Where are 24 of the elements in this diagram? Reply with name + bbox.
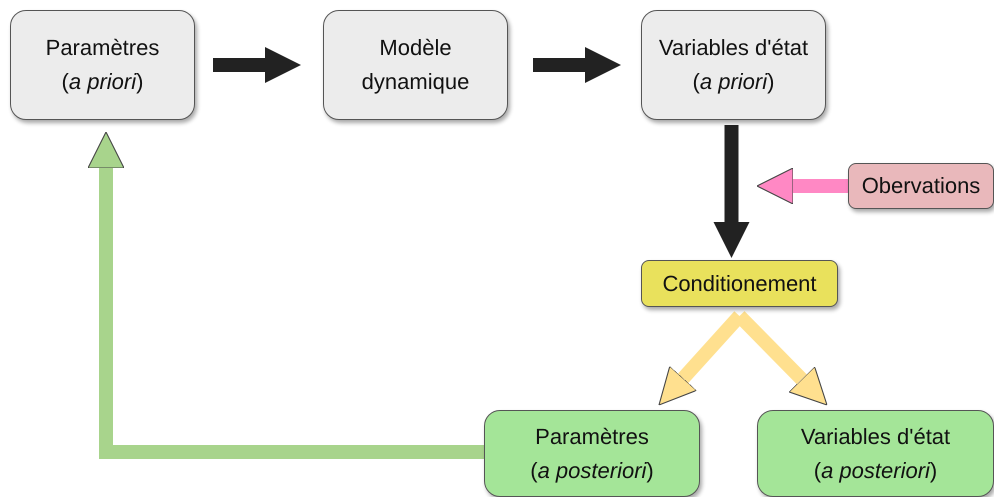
process-box <box>323 10 508 120</box>
node-text: Paramètres <box>46 34 160 62</box>
input-box <box>848 163 994 209</box>
result-box <box>484 410 700 497</box>
block-arrow <box>756 167 848 205</box>
block-arrow <box>714 125 750 258</box>
node-text: Variables d'état <box>658 34 808 62</box>
node-text: (a posteriori) <box>814 456 938 485</box>
process-box <box>641 10 826 120</box>
node-text: Modèle <box>379 34 452 62</box>
block-arrow <box>87 131 484 459</box>
node-text: dynamique <box>362 68 470 96</box>
node-text: Variables d'état <box>800 422 950 450</box>
process-box <box>10 10 195 120</box>
node-text: (a posteriori) <box>530 456 654 485</box>
node-text: Paramètres <box>535 422 649 450</box>
result-box <box>757 410 994 497</box>
block-arrow <box>533 47 621 83</box>
node-text: Conditionement <box>662 270 817 298</box>
node-text: Obervations <box>862 172 980 200</box>
process-box <box>641 260 838 307</box>
node-text: (a priori) <box>692 68 774 96</box>
node-text: (a priori) <box>62 68 144 96</box>
block-arrow <box>213 47 301 83</box>
